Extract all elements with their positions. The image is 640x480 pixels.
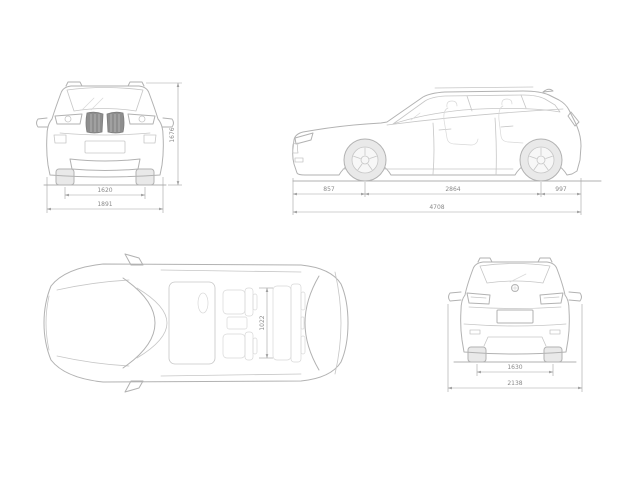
top-dimensions: 1022	[259, 287, 273, 359]
roof-rail	[434, 86, 534, 89]
windshield	[66, 87, 144, 112]
fog-lights	[53, 134, 157, 144]
headlights	[54, 113, 156, 125]
dim-overall-length: 4708	[429, 204, 444, 211]
side-mirrors-top	[124, 253, 144, 393]
rear-wheels	[467, 346, 563, 363]
kidney-grille	[85, 111, 125, 134]
windshield-base	[122, 277, 156, 369]
brand-roundel	[511, 284, 519, 292]
roof-rails	[65, 81, 145, 87]
tailgate-seam	[468, 306, 562, 309]
front-view-drawing: 1620 1891 1676	[36, 81, 182, 213]
fog-light	[294, 157, 304, 163]
antenna-fin	[542, 88, 554, 93]
rear-mirrors	[448, 291, 582, 302]
taillights	[466, 292, 564, 305]
rear-car-body	[448, 257, 582, 355]
top-view-drawing: 1022	[43, 253, 349, 393]
dim-front-overhang: 857	[323, 186, 335, 193]
reflector-left	[469, 329, 481, 335]
door-handles	[438, 125, 514, 131]
dim-width-mirrors: 2138	[507, 380, 522, 387]
dim-overall-height: 1676	[169, 127, 176, 142]
pillars	[466, 94, 527, 112]
side-car-body	[292, 86, 582, 176]
sunroof	[168, 281, 216, 365]
front-air-intake	[69, 158, 141, 171]
dim-rear-overhang: 997	[555, 186, 567, 193]
taillight-side	[567, 111, 580, 127]
front-car-body	[36, 81, 174, 178]
license-plate	[84, 140, 126, 154]
diffuser	[483, 336, 547, 347]
front-dimensions: 1620 1891 1676	[46, 82, 182, 213]
rear-license-plate	[496, 309, 534, 324]
dim-wheelbase: 2864	[445, 186, 460, 193]
rear-wiper	[509, 273, 527, 283]
hood-creases	[56, 279, 130, 367]
steering-wheel	[197, 292, 209, 314]
front-wheels	[55, 168, 155, 186]
rear-window-top	[304, 275, 320, 371]
side-view-drawing: 857 2864 997 4708	[292, 86, 602, 215]
headlight	[294, 132, 314, 145]
rear-view-drawing: 1630 2138	[447, 257, 583, 392]
front-bumper-line	[45, 295, 50, 351]
door-seams	[432, 117, 497, 176]
dim-overall-width: 1891	[97, 201, 112, 208]
beltline	[386, 108, 564, 126]
top-car-body	[43, 253, 349, 393]
side-mirrors	[36, 117, 174, 128]
top-interior	[197, 283, 306, 363]
tailgate-edge	[334, 271, 342, 375]
front-grille-side	[292, 142, 299, 154]
dim-rear-track: 1630	[507, 364, 522, 371]
dim-interior-width: 1022	[259, 315, 266, 330]
wipers	[81, 97, 104, 111]
reflector-right	[549, 329, 561, 335]
roof-rails-top	[160, 269, 302, 377]
dim-front-track: 1620	[97, 187, 112, 194]
rear-window	[479, 263, 551, 284]
bumper-line	[463, 323, 567, 327]
interior-seats	[410, 98, 524, 146]
roof-rails-rear	[477, 257, 553, 263]
side-dimensions: 857 2864 997 4708	[292, 178, 582, 215]
rear-dimensions: 1630 2138	[447, 304, 583, 392]
side-wheels	[343, 138, 563, 182]
roof-front-edge	[136, 287, 168, 359]
side-glass	[392, 94, 561, 125]
